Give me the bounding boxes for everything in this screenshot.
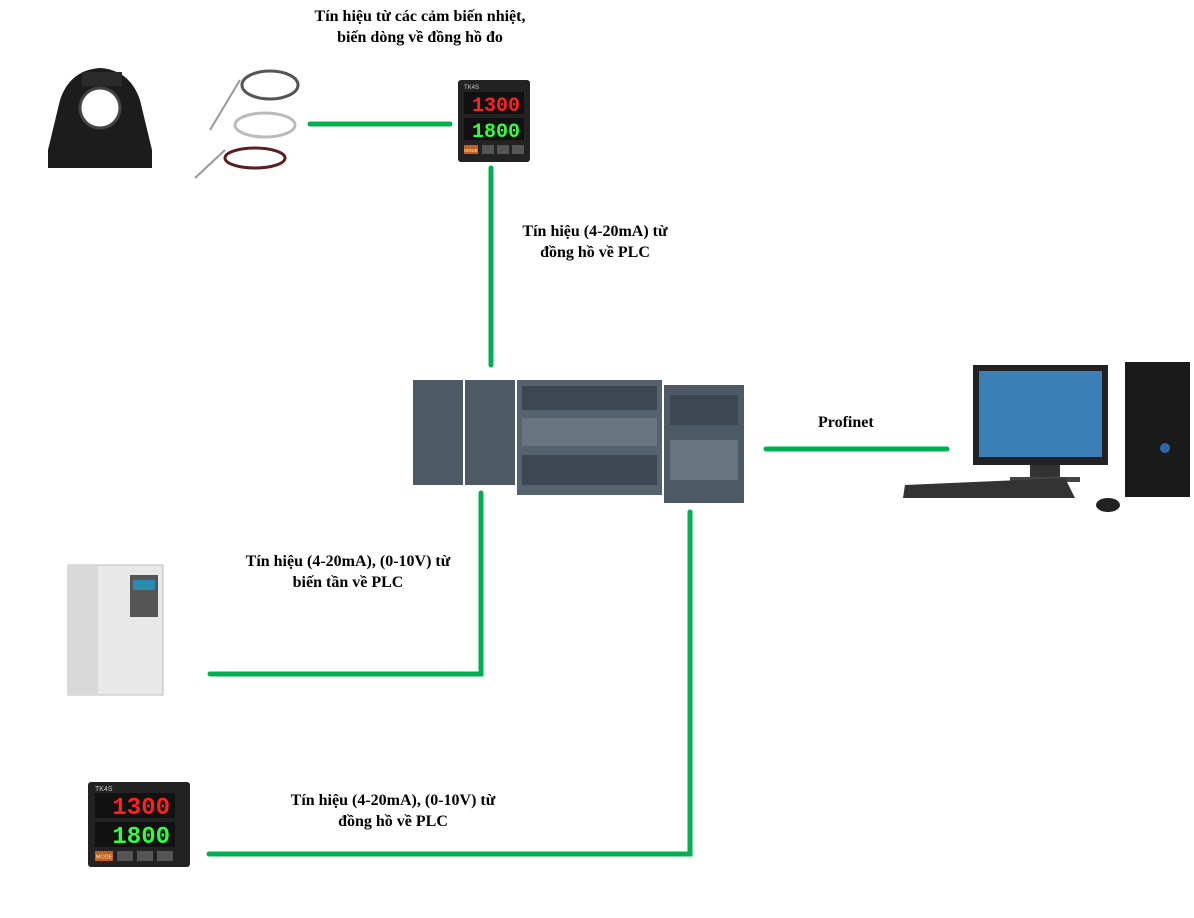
meter2-mode-key-label: MODE xyxy=(96,855,113,861)
meter-pv-readout: 1300 xyxy=(472,95,520,118)
label-sensors-to-meter: Tín hiệu từ các cảm biến nhiệt, biến dòn… xyxy=(260,6,580,48)
label-meter2-to-plc: Tín hiệu (4-20mA), (0-10V) từ đồng hồ về… xyxy=(258,790,528,832)
wire-inverter-plc xyxy=(207,490,484,677)
temperature-controller-icon: TK4S 1300 1800 MODE xyxy=(458,80,530,162)
label-line: biến tần về PLC xyxy=(292,574,404,591)
label-line: biến dòng về đồng hồ đo xyxy=(337,29,503,46)
label-line: Tín hiệu (4-20mA), (0-10V) từ xyxy=(290,792,496,809)
label-line: đồng hồ về PLC xyxy=(540,244,650,261)
computer-icon xyxy=(903,362,1190,512)
wire-meter2-plc xyxy=(206,509,693,857)
label-line: Tín hiệu (4-20mA), (0-10V) từ xyxy=(245,553,451,570)
meter2-model-label: TK4S xyxy=(95,786,113,793)
temperature-controller-2-icon: TK4S 1300 1800 MODE xyxy=(88,782,190,867)
current-sensor-icon xyxy=(48,68,152,168)
meter-mode-key-label: MODE xyxy=(464,148,478,153)
label-meter-to-plc: Tín hiệu (4-20mA) từ đồng hồ về PLC xyxy=(495,221,695,263)
label-line: Tín hiệu từ các cảm biến nhiệt, xyxy=(314,8,526,25)
label-line: Tín hiệu (4-20mA) từ xyxy=(522,223,668,240)
meter2-pv-readout: 1300 xyxy=(112,795,170,822)
label-line: đồng hồ về PLC xyxy=(338,813,448,830)
meter-model-label: TK4S xyxy=(464,85,479,91)
meter-sv-readout: 1800 xyxy=(472,121,520,144)
thermocouple-sensors-icon xyxy=(194,69,300,179)
label-inverter-to-plc: Tín hiệu (4-20mA), (0-10V) từ biến tần v… xyxy=(218,551,478,593)
meter2-sv-readout: 1800 xyxy=(112,824,170,851)
label-profinet: Profinet xyxy=(818,414,874,431)
frequency-inverter-icon xyxy=(67,564,164,696)
plc-icon xyxy=(413,380,744,503)
